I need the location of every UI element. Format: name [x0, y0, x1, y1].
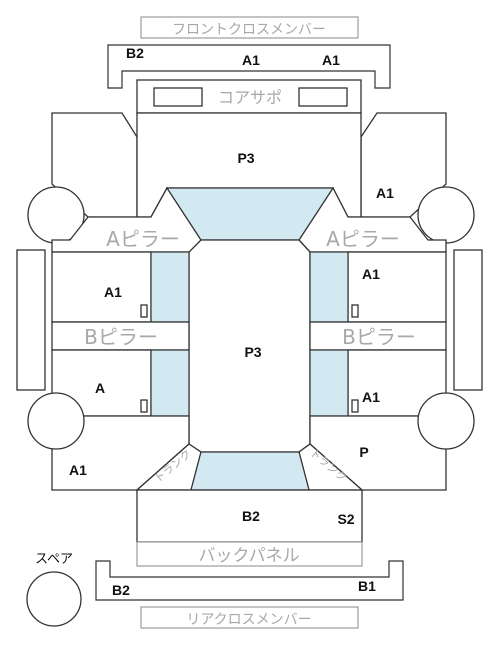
left-rear-door-rating: A: [95, 380, 105, 396]
spare-tire-label: スペア: [35, 552, 73, 567]
front-cross-member-box[interactable]: [140, 16, 359, 39]
right-rear-window[interactable]: [309, 349, 349, 417]
right-front-window[interactable]: [309, 251, 349, 323]
rear-bumper-rating-b1: B1: [358, 578, 376, 594]
left-front-door-handle: [140, 304, 148, 318]
right-side-rocker[interactable]: [453, 249, 483, 391]
right-a-pillar-label: Aピラー: [326, 227, 400, 251]
rear-left-wheel[interactable]: [27, 392, 85, 450]
left-front-window[interactable]: [150, 251, 190, 323]
right-fender-rating: A1: [376, 185, 394, 201]
left-front-door[interactable]: [51, 251, 152, 323]
front-bumper-rating-a1-right: A1: [322, 52, 340, 68]
left-rear-window[interactable]: [150, 349, 190, 417]
left-a-pillar-label: Aピラー: [106, 227, 180, 251]
core-support-right-slot: [298, 87, 348, 107]
core-support-label: コアサポ: [218, 88, 282, 107]
right-b-pillar[interactable]: [309, 321, 447, 351]
rear-cross-member-label: リアクロスメンバー: [186, 612, 311, 628]
trunk-lid-rating: B2: [242, 508, 260, 524]
right-front-door[interactable]: [347, 251, 447, 323]
trunk-lid[interactable]: [136, 489, 363, 543]
right-rear-door-rating: A1: [362, 389, 380, 405]
roof-rating: P3: [244, 344, 261, 360]
left-quarter-rating: A1: [69, 462, 87, 478]
front-cross-member-label: フロントクロスメンバー: [172, 22, 326, 38]
front-bumper[interactable]: [107, 44, 391, 89]
right-front-door-rating: A1: [362, 266, 380, 282]
right-quarter-rating: P: [359, 444, 368, 460]
rear-window[interactable]: [190, 451, 310, 491]
left-b-pillar-label: Bピラー: [84, 325, 158, 349]
back-panel-box[interactable]: [136, 541, 363, 567]
trunk-side-rating: S2: [337, 511, 354, 527]
left-front-door-rating: A1: [104, 284, 122, 300]
back-panel-label: バックパネル: [198, 546, 299, 566]
left-side-rocker[interactable]: [16, 249, 46, 391]
left-rear-door-handle: [140, 399, 148, 413]
rear-bumper[interactable]: [95, 560, 404, 601]
rear-bumper-rating-b2: B2: [112, 582, 130, 598]
rear-cross-member-box[interactable]: [140, 606, 359, 629]
right-b-pillar-label: Bピラー: [342, 325, 416, 349]
left-b-pillar[interactable]: [51, 321, 190, 351]
spare-tire[interactable]: [26, 571, 82, 627]
front-bumper-rating-b2: B2: [126, 45, 144, 61]
right-front-door-handle: [351, 304, 359, 318]
hood-rating: P3: [237, 150, 254, 166]
front-bumper-rating-a1-left: A1: [242, 52, 260, 68]
core-support-left-slot: [153, 87, 203, 107]
rear-right-wheel[interactable]: [417, 392, 475, 450]
front-right-wheel[interactable]: [417, 186, 475, 244]
right-rear-door-handle: [351, 399, 359, 413]
